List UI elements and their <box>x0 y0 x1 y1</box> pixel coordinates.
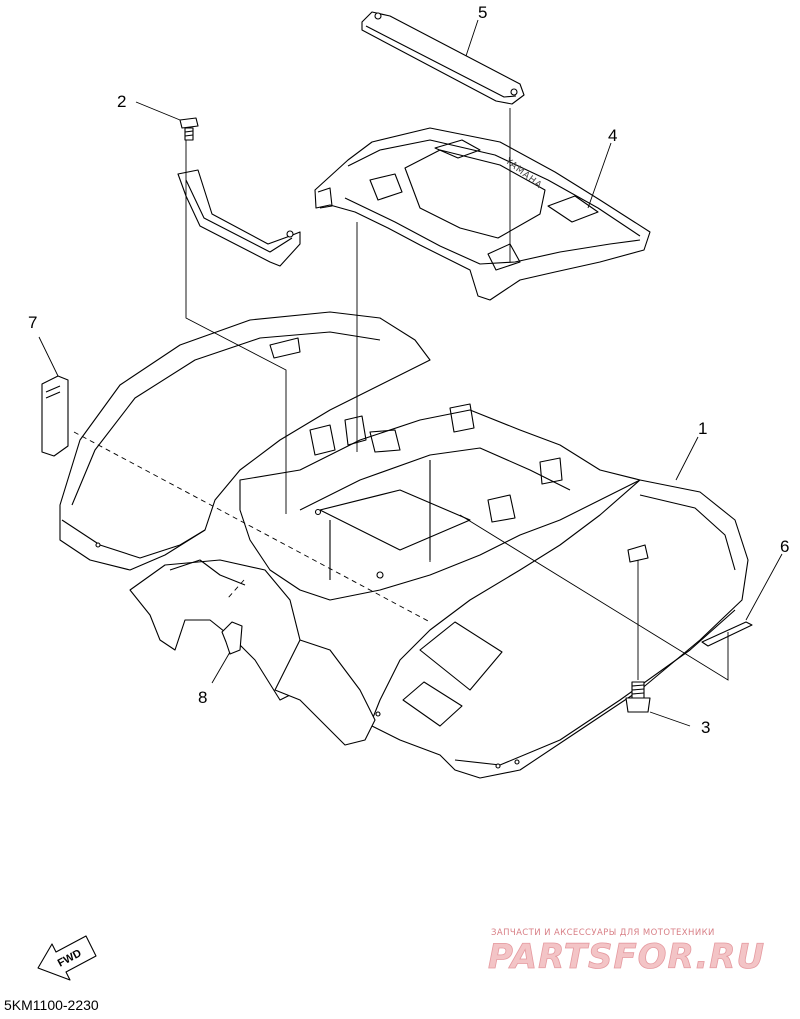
callout-4: 4 <box>608 126 617 145</box>
part-4-carrier-cover[interactable]: YAMAHA <box>314 127 651 301</box>
callout-6: 6 <box>780 537 789 556</box>
callout-5: 5 <box>478 3 487 22</box>
part-7-reflector[interactable] <box>41 375 69 457</box>
callout-7: 7 <box>28 313 37 332</box>
fwd-arrow: FWD <box>37 935 97 981</box>
watermark-tagline: ЗАПЧАСТИ И АКСЕССУАРЫ ДЛЯ МОТОТЕХНИКИ <box>491 928 715 938</box>
part-6-reflector-strip[interactable] <box>701 621 753 647</box>
callout-8: 8 <box>198 688 207 707</box>
part-3-bolt[interactable] <box>625 681 651 713</box>
watermark-logo: PARTSFOR.RU <box>488 937 765 977</box>
callout-1: 1 <box>698 419 707 438</box>
callout-2: 2 <box>117 92 126 111</box>
diagram-code: 5KM1100-2230 <box>4 997 99 1013</box>
callout-leaders <box>38 19 783 727</box>
assembly-lines <box>73 108 729 681</box>
part-2-bolt[interactable] <box>179 117 199 141</box>
part-1-rear-fender[interactable] <box>59 311 749 779</box>
callout-3: 3 <box>701 718 710 737</box>
part-8-clip[interactable] <box>221 621 243 655</box>
watermark: ЗАПЧАСТИ И АКСЕССУАРЫ ДЛЯ МОТОТЕХНИКИ PA… <box>488 928 765 977</box>
part-5-strap[interactable] <box>361 11 525 105</box>
stay-bracket[interactable] <box>177 169 301 267</box>
